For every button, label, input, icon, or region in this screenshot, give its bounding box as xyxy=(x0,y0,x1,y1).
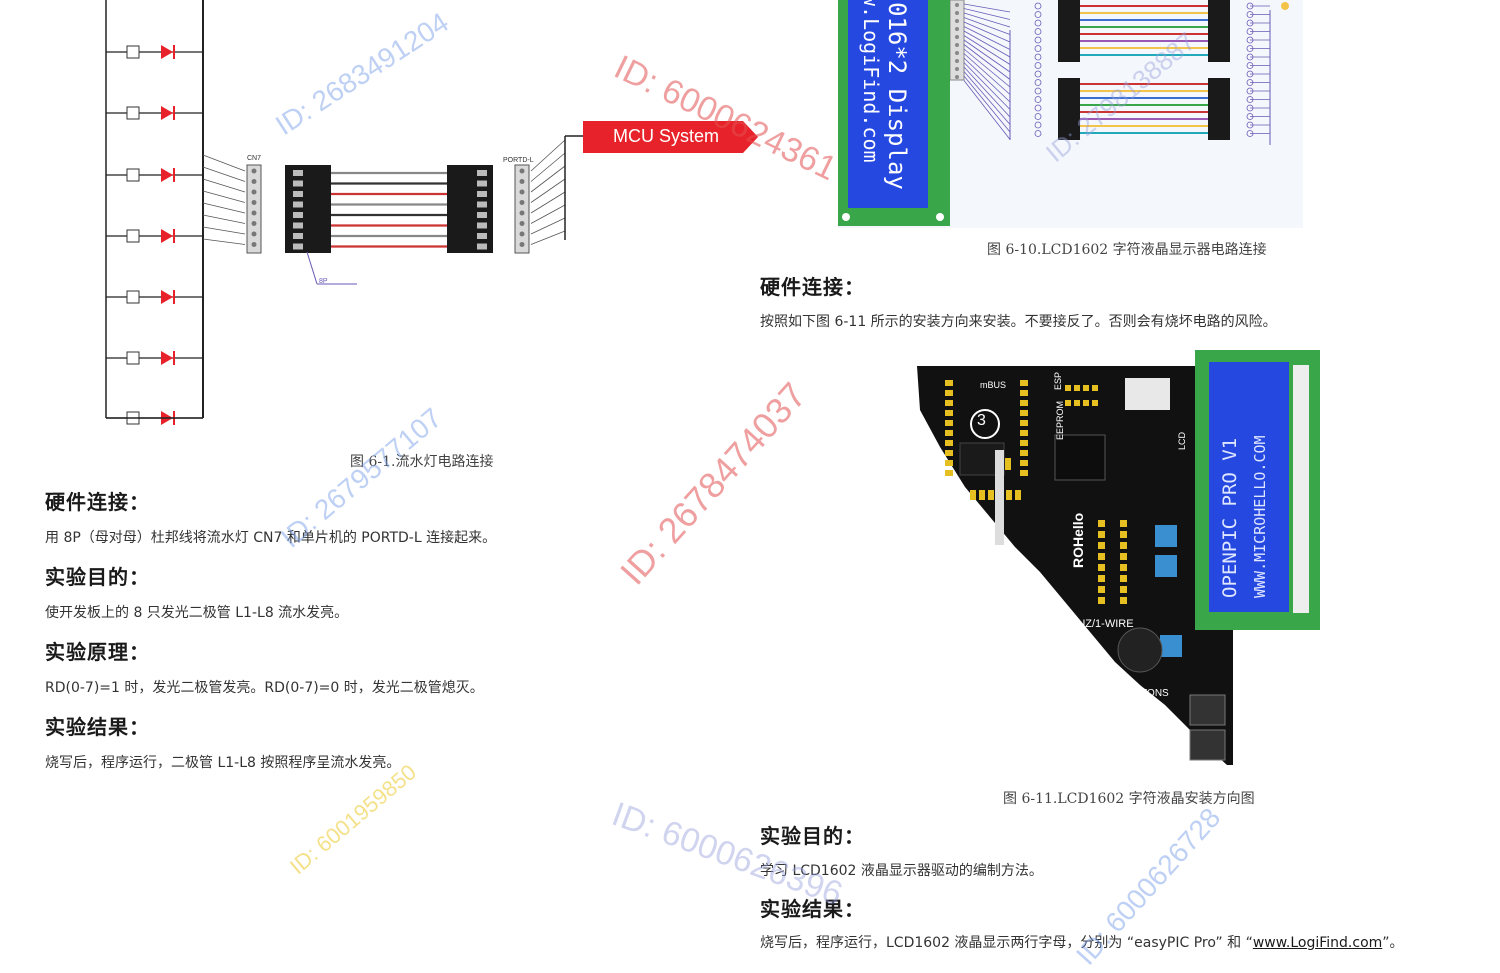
resistor xyxy=(126,106,140,120)
logifind-link[interactable]: www.LogiFind.com xyxy=(1252,935,1383,951)
figure-6-11-caption: 图 6-11.LCD1602 字符液晶安装方向图 xyxy=(1003,791,1255,807)
lcd-module: 016*2 Display w.LogiFind.com xyxy=(838,0,950,226)
right-result-heading: 实验结果： xyxy=(760,897,865,921)
resistor xyxy=(126,168,140,182)
board-esp-label: ESP xyxy=(1053,371,1063,390)
resistor xyxy=(126,290,140,304)
led-diode xyxy=(161,290,173,304)
cable-label: 8P xyxy=(319,278,328,285)
board-lcd-line-1: OPENPIC PRO V1 xyxy=(1219,437,1241,598)
board-lcd-screen: OPENPIC PRO V1 WWW.MICROHELLO.COM xyxy=(1209,362,1289,612)
lcd-schematic: 016*2 Display w.LogiFind.com xyxy=(838,0,1303,228)
resistor xyxy=(126,351,140,365)
board-eeprom-label: EEPROM xyxy=(1055,400,1065,440)
led-diode xyxy=(161,351,173,365)
right-hw-text: 按照如下图 6-11 所示的安装方向来安装。不要接反了。否则会有烧坏电路的风险。 xyxy=(760,314,1277,330)
lcd-line-2: w.LogiFind.com xyxy=(859,0,883,163)
left-principle-text: RD(0-7)=1 时，发光二极管发亮。RD(0-7)=0 时，发光二极管熄灭。 xyxy=(45,680,484,696)
board-photo: 3 mBUS EEPROM ESP LCD BUZ/1-WIRE TTONS R… xyxy=(915,350,1325,770)
led-diode xyxy=(161,45,173,59)
left-purpose-text: 使开发板上的 8 只发光二极管 L1-L8 流水发亮。 xyxy=(45,605,349,621)
left-result-heading: 实验结果： xyxy=(45,715,150,739)
watermark-6: ID: 6001959850 xyxy=(285,759,422,880)
board-brand-label: ROHello xyxy=(1070,512,1086,568)
figure-6-1-caption: 图 6-1.流水灯电路连接 xyxy=(350,454,494,470)
mcu-system-label: MCU System xyxy=(613,126,720,146)
board-lcd-label: LCD xyxy=(1177,431,1187,450)
right-result-text: 烧写后，程序运行，LCD1602 液晶显示两行字母，分别为 “easyPIC P… xyxy=(760,935,1404,951)
board-buz-label: BUZ/1-WIRE xyxy=(1070,618,1134,630)
cn7-label: CN7 xyxy=(247,155,261,162)
right-hw-heading: 硬件连接： xyxy=(760,275,865,299)
board-lcd-line-2: WWW.MICROHELLO.COM xyxy=(1251,435,1269,598)
led-schematic: CN7 PORTD-L 8P xyxy=(105,0,583,425)
portd-label: PORTD-L xyxy=(503,157,534,164)
board-lcd-module: OPENPIC PRO V1 WWW.MICROHELLO.COM xyxy=(1195,350,1320,630)
right-purpose-heading: 实验目的： xyxy=(760,824,865,848)
resistor xyxy=(126,229,140,243)
lcd-screen: 016*2 Display w.LogiFind.com xyxy=(848,0,928,208)
left-hw-heading: 硬件连接： xyxy=(45,490,150,514)
mcu-system-banner: MCU System xyxy=(583,121,758,153)
led-diode xyxy=(161,106,173,120)
left-purpose-heading: 实验目的： xyxy=(45,565,150,589)
right-purpose-text: 学习 LCD1602 液晶显示器驱动的编制方法。 xyxy=(760,863,1043,879)
board-mbus-label: mBUS xyxy=(980,380,1007,390)
led-diode xyxy=(161,168,173,182)
resistor xyxy=(126,45,140,59)
board-circle-number: 3 xyxy=(977,412,986,429)
left-result-text: 烧写后，程序运行，二极管 L1-L8 按照程序呈流水发亮。 xyxy=(45,755,401,771)
lcd-line-1: 016*2 Display xyxy=(883,2,911,190)
led-diode xyxy=(161,229,173,243)
figure-6-10-caption: 图 6-10.LCD1602 字符液晶显示器电路连接 xyxy=(987,242,1267,258)
board-buttons-label: TTONS xyxy=(1135,688,1169,699)
left-principle-heading: 实验原理： xyxy=(45,640,150,664)
left-hw-text: 用 8P（母对母）杜邦线将流水灯 CN7 和单片机的 PORTD-L 连接起来。 xyxy=(45,530,497,546)
